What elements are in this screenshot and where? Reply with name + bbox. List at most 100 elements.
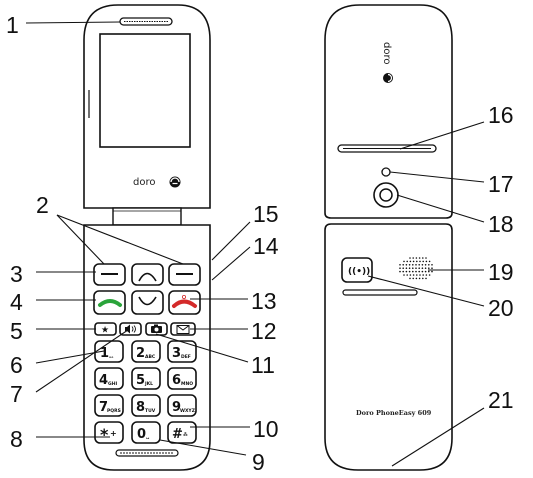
grille-dot (412, 267, 414, 270)
grille-dot (412, 264, 414, 266)
call-key[interactable] (93, 290, 126, 315)
grille-dot (412, 270, 414, 273)
svg-text:DEF: DEF (181, 354, 191, 360)
star-icon: ★ (101, 326, 109, 336)
grille-dot (418, 277, 421, 280)
favourites-key[interactable]: ★ (94, 322, 117, 336)
grille-dot (425, 257, 427, 259)
alert-signal-icon: ((•)) (348, 267, 370, 277)
key-star[interactable]: * + (94, 421, 124, 444)
strap-slot (337, 144, 437, 153)
green-phone-icon (98, 299, 122, 307)
callout-2: 2 (36, 192, 49, 218)
grille-dot (409, 260, 412, 263)
doro-logo-icon (169, 176, 181, 188)
earpiece (119, 17, 173, 26)
camera-icon (151, 324, 162, 333)
grille-dot (424, 264, 427, 266)
callout-3: 3 (10, 261, 23, 287)
grille-dot (402, 270, 405, 273)
grille-dot (408, 264, 411, 266)
callout-11: 11 (251, 352, 275, 378)
callout-21: 21 (488, 387, 514, 413)
key-8[interactable]: 8 TUV (131, 394, 161, 417)
message-key[interactable] (170, 322, 196, 336)
envelope-icon (176, 325, 190, 334)
right-soft-key[interactable] (168, 263, 201, 286)
grille-dot (405, 264, 408, 266)
grille-dot (415, 257, 418, 259)
grille-dot (415, 277, 418, 280)
callout-17: 17 (488, 171, 514, 197)
key-5[interactable]: 5 JKL (131, 367, 161, 390)
svg-text:PQRS: PQRS (107, 408, 121, 414)
back-view: doro ((•)) Doro PhoneEasy 609 (324, 4, 453, 471)
grille-dot (428, 270, 430, 273)
svg-text:5: 5 (136, 373, 145, 388)
grille-dot (422, 257, 424, 259)
key-7[interactable]: 7 PQRS (94, 394, 124, 417)
grille-dot (428, 274, 431, 276)
key-2[interactable]: 2 ABC (131, 340, 161, 363)
grille-dot (408, 267, 411, 270)
grille-dot (424, 267, 427, 270)
grille-dot (405, 270, 408, 273)
svg-text:4: 4 (99, 373, 108, 388)
callout-5: 5 (10, 318, 23, 344)
grille-dot (412, 274, 415, 276)
grille-dot (409, 257, 411, 259)
key-1[interactable]: 1 ₒₒ (94, 340, 124, 363)
svg-text:ABC: ABC (145, 354, 156, 360)
key-3[interactable]: 3 DEF (167, 340, 197, 363)
key-0[interactable]: 0 ␣ (131, 421, 161, 444)
left-soft-key[interactable] (93, 263, 126, 286)
grille-dot (399, 267, 401, 270)
grille-dot (422, 260, 425, 263)
grille-dot (412, 277, 415, 280)
hinge (112, 207, 182, 226)
grille-dot (406, 274, 409, 276)
grille-dot (425, 274, 428, 276)
grille-dot (412, 260, 415, 263)
back-logo-icon (383, 73, 393, 83)
grille-dot (431, 267, 433, 270)
svg-text:WXYZ: WXYZ (180, 408, 196, 414)
callout-numbers: 1 2 3 4 5 6 7 8 9 10 11 12 13 14 15 16 1… (6, 12, 514, 475)
flash (381, 167, 391, 177)
navigation-up-key[interactable] (131, 263, 164, 286)
grille-dot (399, 270, 401, 273)
grille-dot (431, 264, 433, 266)
svg-text:1: 1 (100, 346, 109, 361)
loudspeaker-grille (399, 257, 433, 280)
camera-key[interactable] (145, 322, 168, 336)
grille-dot (428, 260, 431, 263)
grille-dot (415, 264, 417, 266)
grille-dot (422, 277, 424, 280)
svg-text:0: 0 (137, 427, 146, 442)
grille-dot (425, 260, 428, 263)
key-4[interactable]: 4 GHI (94, 367, 124, 390)
front-brand-text: doro (133, 177, 155, 188)
callout-8: 8 (10, 426, 23, 452)
navigation-down-key[interactable] (131, 290, 164, 315)
callout-15: 15 (253, 201, 279, 227)
grille-dot (416, 260, 418, 263)
back-upper-shell (324, 4, 453, 219)
key-hash[interactable]: # ⁂ (167, 421, 197, 444)
svg-text:6: 6 (172, 373, 181, 388)
callout-19: 19 (488, 259, 514, 285)
grille-dot (419, 274, 421, 276)
svg-text:8: 8 (136, 400, 145, 415)
grille-dot (421, 270, 424, 273)
back-slot (342, 289, 418, 296)
assistance-button[interactable]: ((•)) (341, 257, 373, 283)
svg-text:MNO: MNO (181, 381, 193, 387)
grille-dot (418, 264, 421, 266)
grille-dot (428, 264, 430, 266)
end-call-key[interactable] (168, 290, 201, 315)
grille-dot (419, 260, 421, 263)
svg-text:⁂: ⁂ (183, 431, 188, 438)
key-6[interactable]: 6 MNO (167, 367, 197, 390)
key-9[interactable]: 9 WXYZ (167, 394, 197, 417)
svg-text:ₒₒ: ₒₒ (109, 355, 113, 360)
